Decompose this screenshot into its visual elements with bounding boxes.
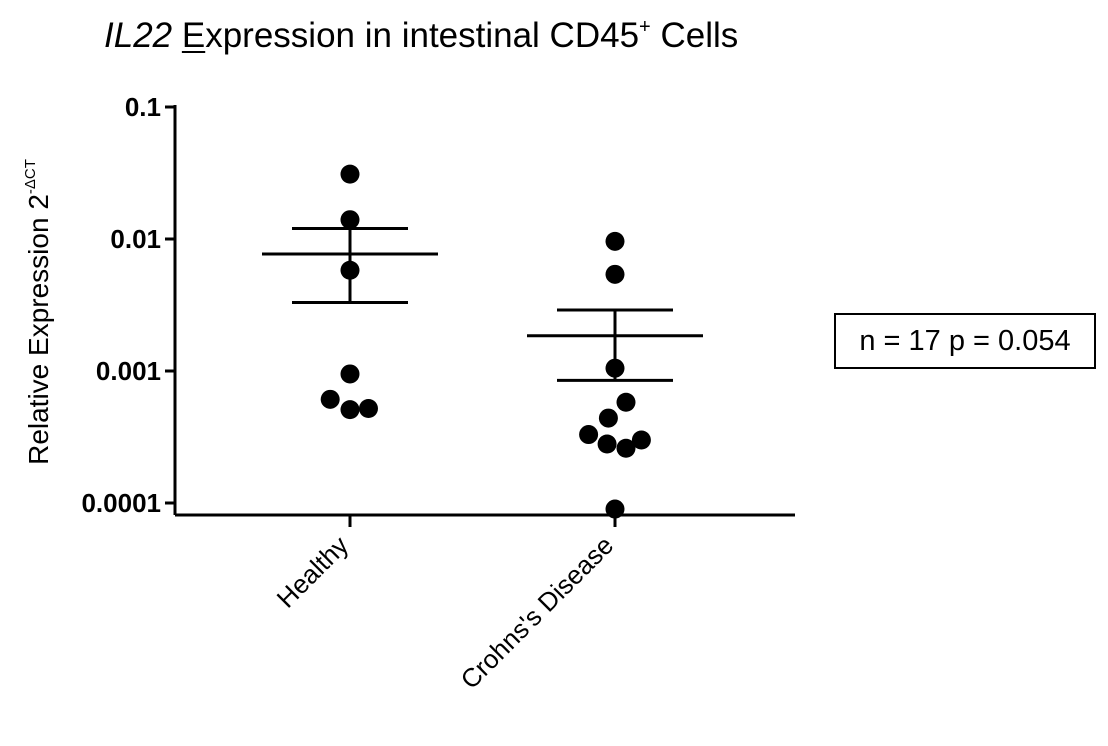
data-point [597, 434, 617, 454]
data-point [605, 231, 625, 251]
data-point [358, 398, 378, 418]
data-point [340, 400, 360, 420]
stats-annotation-text: n = 17 p = 0.054 [859, 324, 1071, 357]
title-superscript: + [639, 16, 651, 38]
data-point [631, 430, 651, 450]
series-group [262, 164, 438, 420]
y-tick-label: 0.0001 [81, 488, 161, 518]
x-tick-label: Crohns's Disease [455, 530, 620, 695]
title-suffix: Cells [660, 16, 739, 55]
x-ticks: Healthy Crohns's Disease [271, 515, 620, 695]
data-point [605, 499, 625, 519]
title-gene: IL22 [104, 16, 173, 55]
data-point [579, 425, 599, 445]
data-point [605, 264, 625, 284]
data-marks [262, 164, 703, 519]
y-tick-label: 0.01 [110, 224, 161, 254]
stats-annotation-box: n = 17 p = 0.054 [834, 313, 1096, 369]
y-ticks: 0.1 0.01 0.001 0.0001 [81, 92, 175, 518]
axes [173, 105, 795, 517]
title-first-letter: E [181, 16, 206, 55]
data-point [340, 164, 360, 184]
data-point [605, 358, 625, 378]
title-text: xpression in intestinal CD45 [205, 16, 640, 55]
data-point [598, 408, 618, 428]
y-axis-label-text: Relative Expression 2 [23, 194, 54, 465]
data-point [616, 392, 636, 412]
y-axis-label-superscript: -ΔCT [22, 159, 39, 194]
data-point [340, 364, 360, 384]
series-group [527, 231, 703, 519]
data-point [320, 389, 340, 409]
data-point [340, 210, 360, 230]
data-point [340, 260, 360, 280]
data-point [616, 438, 636, 458]
y-tick-label: 0.1 [125, 92, 161, 122]
y-axis-label: Relative Expression 2-ΔCT [22, 159, 54, 465]
chart-title: IL22 Expression in intestinal CD45+ Cell… [104, 16, 738, 56]
x-tick-label: Healthy [271, 530, 355, 614]
y-tick-label: 0.001 [96, 356, 161, 386]
